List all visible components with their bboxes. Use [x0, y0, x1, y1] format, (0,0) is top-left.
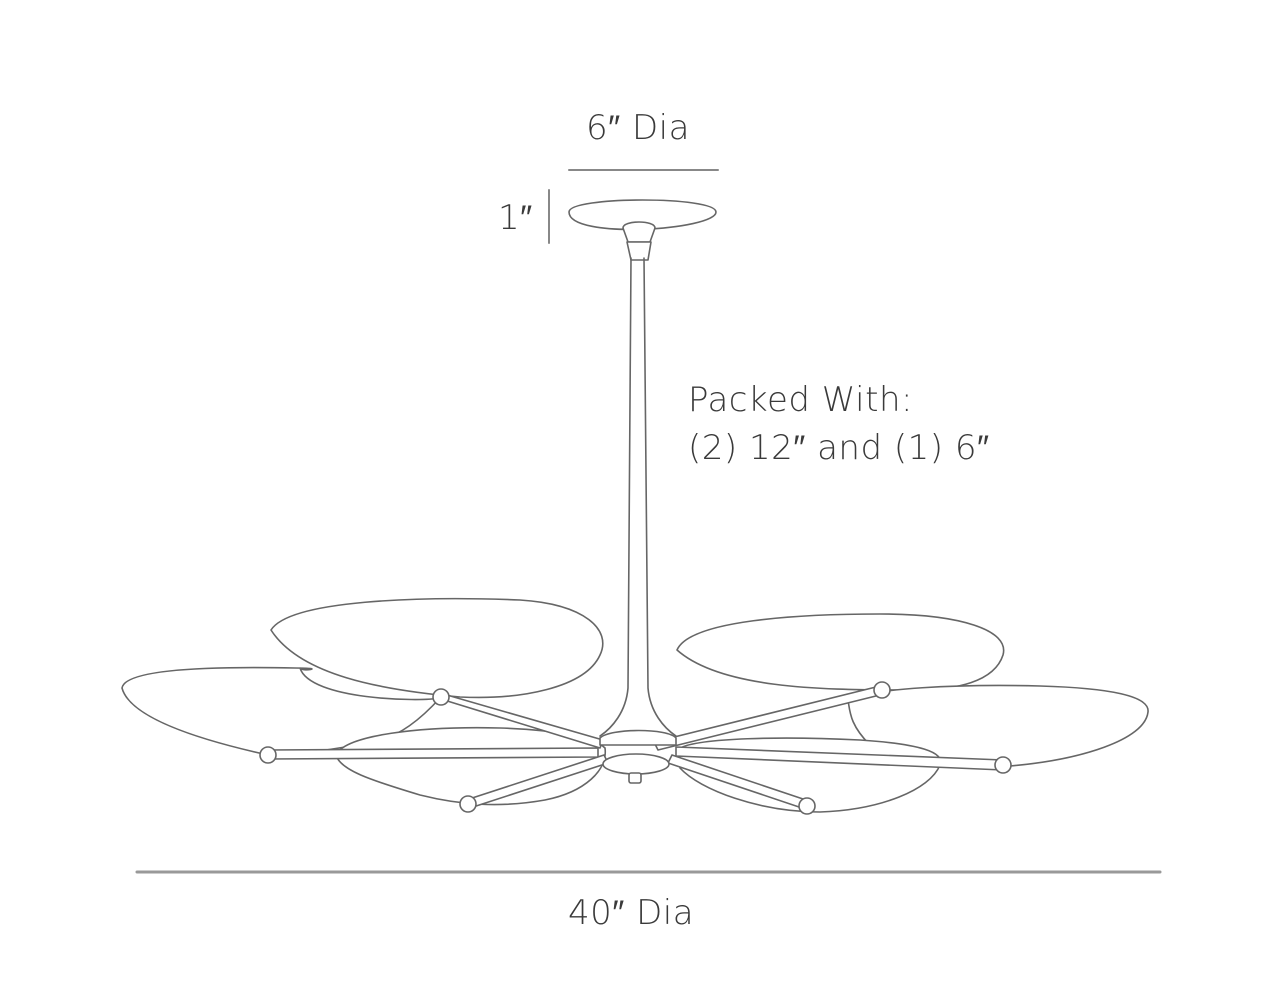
- canopy-height-label: 1″: [498, 198, 533, 238]
- arm-left-mid: [268, 748, 598, 759]
- downrod: [600, 258, 676, 736]
- packed-with-items: (2) 12″ and (1) 6″: [688, 428, 990, 468]
- canopy-diameter-label: 6″ Dia: [586, 108, 690, 148]
- shade-back-right: [677, 614, 1004, 690]
- hub: [600, 731, 676, 784]
- shade-front-left: [336, 728, 605, 805]
- arm-end-knobs: [260, 682, 1011, 814]
- packed-with-title: Packed With:: [688, 380, 913, 420]
- overall-diameter-label: 40″ Dia: [568, 893, 695, 933]
- packed-with-note: Packed With: (2) 12″ and (1) 6″: [688, 376, 990, 472]
- canopy: [569, 200, 716, 260]
- shade-back-left: [271, 599, 603, 698]
